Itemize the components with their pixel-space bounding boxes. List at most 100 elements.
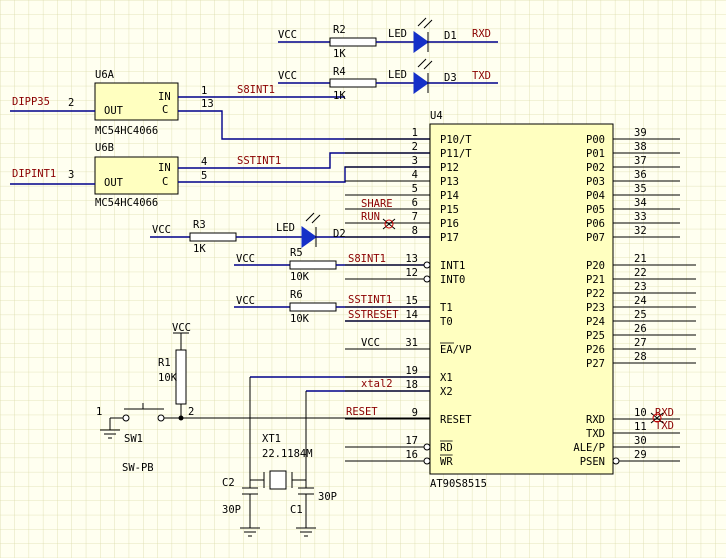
u6a-switch[interactable]: U6A MC54HC4066 OUT IN C 2 1 13 DIPP35 S8…	[12, 69, 275, 137]
u4-pin-inverter	[423, 457, 431, 465]
u6b-net-label: DIPINT1	[12, 168, 56, 180]
d3-type: LED	[388, 69, 407, 81]
u4-pin-name: PSEN	[580, 456, 605, 468]
u4-pin-number: 13	[405, 253, 418, 265]
r2-d1-branch[interactable]: VCC R2 1K LED D1 RXD	[278, 17, 498, 60]
u4-chip[interactable]: U4 AT90S8515 1P10/T2P11/T3P124P135P146P1…	[345, 110, 696, 490]
u4-pin-number: 1	[412, 127, 418, 139]
r6-net2: SSTRESET	[348, 309, 399, 321]
d3-net: TXD	[472, 70, 491, 82]
u4-pin-name: P11/T	[440, 148, 472, 160]
u4-pin-number: 6	[412, 197, 418, 209]
u4-right-pins: 39P0038P0137P0236P0335P0434P0533P0632P07…	[573, 127, 696, 468]
r5-body	[289, 260, 337, 270]
reset-circuit[interactable]: VCC R1 10K 1 2 SW1 SW-PB	[96, 322, 430, 474]
u4-pin-inverter	[423, 275, 431, 283]
crystal-circuit[interactable]: XT1 22.1184M C2 30P C1 30P	[222, 376, 430, 537]
u4-pin-name: P05	[586, 204, 605, 216]
u4-pin-number: 8	[412, 225, 418, 237]
u4-pin-number: 23	[634, 281, 647, 293]
r4-value: 1K	[333, 90, 346, 102]
c1-ref: C1	[290, 504, 303, 516]
u6a-in-label: IN	[158, 91, 171, 103]
u4-pin-number: 37	[634, 155, 647, 167]
u4-pin-name: P21	[586, 274, 605, 286]
u4-pin-number: 19	[405, 365, 418, 377]
u4-pin-name: P07	[586, 232, 605, 244]
u6a-c-label: C	[162, 104, 168, 116]
r2-value: 1K	[333, 48, 346, 60]
u4-pin-number: 21	[634, 253, 647, 265]
u6b-c-pin: 5	[201, 170, 207, 182]
r6-vcc: VCC	[236, 295, 255, 307]
u4-pin-inverter	[423, 261, 431, 269]
u6a-in-pin: 1	[201, 85, 207, 97]
u4-pin-name: RESET	[440, 414, 472, 426]
u6b-out-label: OUT	[104, 177, 124, 189]
u4-pin-name: EA/VP	[440, 344, 472, 356]
u6b-in-label: IN	[158, 162, 171, 174]
c2-ref: C2	[222, 477, 235, 489]
u6b-part: MC54HC4066	[95, 197, 158, 209]
u6b-out-pin: 3	[68, 169, 74, 181]
u4-pin-number: 31	[405, 337, 418, 349]
u4-pin-number: 12	[405, 267, 418, 279]
u4-pin-name: P00	[586, 134, 605, 146]
u4-pin-name: P22	[586, 288, 605, 300]
u4-pin-number: 25	[634, 309, 647, 321]
u4-pin-name: P20	[586, 260, 605, 272]
u4-pin-number: 30	[634, 435, 647, 447]
xt1-value: 22.1184M	[262, 448, 313, 460]
u6b-in-net-label: SSTINT1	[237, 155, 281, 167]
c2-value: 30P	[222, 504, 241, 516]
d3-symbol	[413, 72, 429, 94]
d1-net: RXD	[472, 28, 491, 40]
r1-ref: R1	[158, 357, 171, 369]
sw1-ref: SW1	[124, 433, 143, 445]
d3-ref: D3	[444, 72, 457, 84]
u4-pin-name: RD	[440, 442, 453, 454]
sw1-pin2: 2	[188, 406, 194, 418]
net-xtal2: xtal2	[361, 378, 393, 390]
u6b-switch[interactable]: U6B MC54HC4066 OUT IN C 3 4 5 DIPINT1 SS…	[12, 142, 281, 209]
u6a-out-label: OUT	[104, 105, 124, 117]
u4-pin-number: 11	[634, 421, 647, 433]
r5-net: S8INT1	[348, 253, 386, 265]
u4-pin-name: P23	[586, 302, 605, 314]
u4-pin-name: P04	[586, 190, 605, 202]
sw1-pin1: 1	[96, 406, 102, 418]
net-share: SHARE	[361, 198, 393, 210]
u6a-body	[94, 82, 179, 121]
u4-left-pins: 1P10/T2P11/T3P124P135P146P157P168P1713IN…	[345, 127, 472, 468]
u4-pin-number: 3	[412, 155, 418, 167]
r3-vcc: VCC	[152, 224, 171, 236]
u4-pin-number: 2	[412, 141, 418, 153]
u4-part: AT90S8515	[430, 478, 487, 490]
u4-pin-name: P13	[440, 176, 459, 188]
r6-value: 10K	[290, 313, 310, 325]
net-vcc-ea: VCC	[361, 337, 380, 349]
r5-vcc: VCC	[236, 253, 255, 265]
u4-pin-inverter	[423, 443, 431, 451]
u6-wires	[10, 96, 430, 185]
u4-pin-number: 5	[412, 183, 418, 195]
r5-branch[interactable]: VCC R5 10K S8INT1	[234, 247, 425, 283]
r2-body	[329, 37, 377, 47]
u4-pin-name: ALE/P	[573, 442, 605, 454]
u4-pin-name: INT0	[440, 274, 465, 286]
u6b-c-label: C	[162, 176, 168, 188]
r5-value: 10K	[290, 271, 310, 283]
u4-pin-name: P24	[586, 316, 605, 328]
r4-ref: R4	[333, 66, 346, 78]
u4-pin-number: 17	[405, 435, 418, 447]
u4-pin-number: 27	[634, 337, 647, 349]
r4-d3-branch[interactable]: VCC R4 1K LED D3 TXD	[278, 58, 498, 102]
u4-pin-name: P16	[440, 218, 459, 230]
u4-pin-name: P14	[440, 190, 459, 202]
u4-pin-name: TXD	[586, 428, 605, 440]
r6-net1: SSTINT1	[348, 294, 392, 306]
u4-pin-name: P26	[586, 344, 605, 356]
d1-ref: D1	[444, 30, 457, 42]
u4-pin-number: 38	[634, 141, 647, 153]
